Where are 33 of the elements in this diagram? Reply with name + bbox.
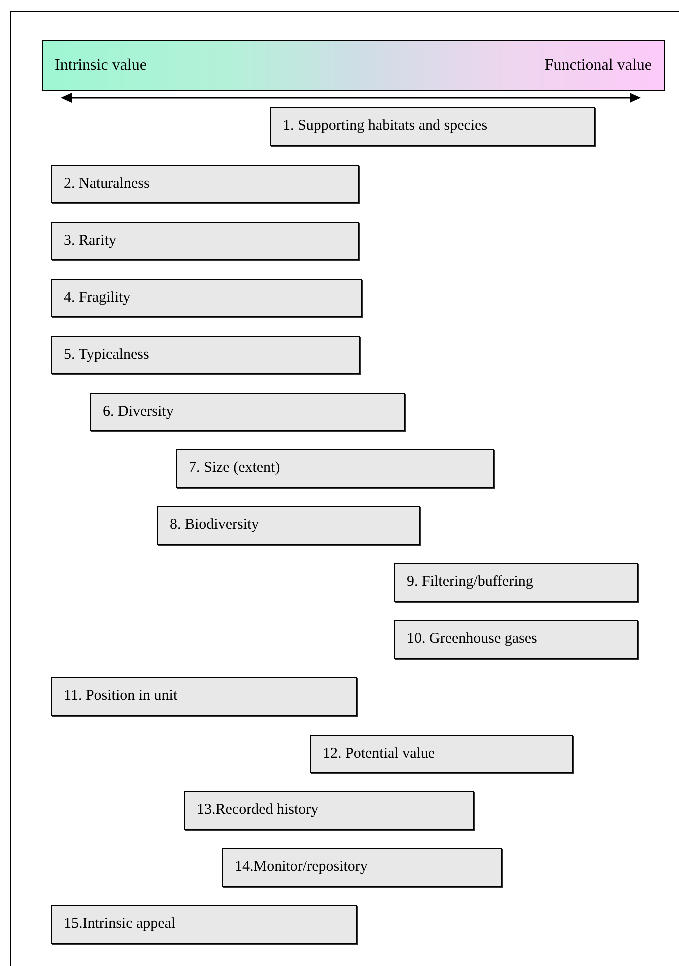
- criterion-box: [51, 336, 360, 374]
- criterion-box: [90, 393, 405, 431]
- criterion-label: 15.Intrinsic appeal: [64, 916, 176, 933]
- criterion-box: [51, 905, 357, 944]
- scale-label: Functional value: [544, 56, 652, 74]
- criterion-label: 10. Greenhouse gases: [407, 631, 538, 648]
- criterion-label: 13.Recorded history: [197, 802, 319, 819]
- criterion-box: [176, 449, 494, 488]
- criterion-box: [51, 677, 357, 716]
- gradient-scale-bar: [42, 40, 665, 91]
- criterion-label: 14.Monitor/repository: [235, 859, 368, 876]
- criterion-box: [157, 506, 420, 545]
- criterion-label: 6. Diversity: [103, 404, 174, 420]
- scale-label: Intrinsic value: [55, 56, 147, 74]
- criterion-label: 11. Position in unit: [64, 688, 178, 705]
- criterion-box: [310, 735, 573, 773]
- criterion-box: [270, 107, 595, 146]
- criterion-label: 5. Typicalness: [64, 346, 150, 364]
- criterion-box: [184, 791, 474, 830]
- criterion-box: [394, 620, 638, 659]
- criterion-label: 9. Filtering/buffering: [407, 574, 534, 591]
- criterion-box: [222, 848, 502, 887]
- criterion-label: 2. Naturalness: [64, 176, 150, 192]
- criterion-box: [394, 563, 638, 602]
- criterion-label: 8. Biodiversity: [170, 517, 260, 534]
- criterion-box: [51, 222, 359, 260]
- criterion-label: 3. Rarity: [64, 232, 116, 250]
- criterion-label: 12. Potential value: [323, 746, 436, 762]
- criterion-label: 1. Supporting habitats and species: [283, 118, 488, 135]
- criterion-box: [51, 279, 362, 317]
- criterion-label: 7. Size (extent): [189, 460, 280, 477]
- criterion-box: [51, 165, 359, 203]
- criterion-label: 4. Fragility: [64, 290, 131, 306]
